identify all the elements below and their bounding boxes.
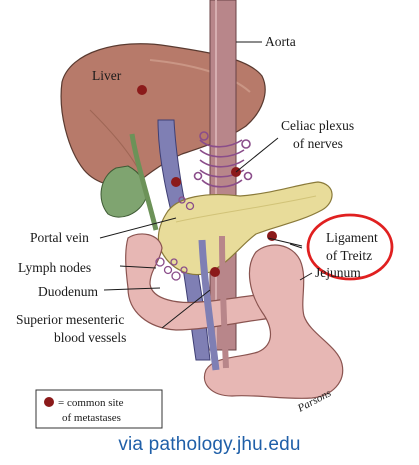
legend-line2: of metastases (62, 412, 121, 424)
label-ligament-line2: of Treitz (326, 248, 372, 263)
label-lymph-nodes: Lymph nodes (18, 260, 91, 275)
metastasis-dot-lymph (210, 267, 220, 277)
label-aorta: Aorta (265, 34, 296, 49)
metastasis-dot-portal (171, 177, 181, 187)
label-ligament-line1: Ligament (326, 230, 378, 245)
metastasis-dot-liver (137, 85, 147, 95)
source-credit: via pathology.jhu.edu (0, 434, 419, 456)
legend-line1: = common site (58, 397, 124, 409)
label-smv-line1: Superior mesenteric (16, 312, 124, 327)
legend-box: = common site of metastases (36, 390, 162, 428)
pancreas-shape (158, 182, 332, 275)
label-liver: Liver (92, 68, 122, 83)
label-celiac-line1: Celiac plexus (281, 118, 354, 133)
label-jejunum: Jejunum (315, 265, 361, 280)
label-duodenum: Duodenum (38, 284, 98, 299)
label-celiac-line2: of nerves (293, 136, 343, 151)
label-smv-line2: blood vessels (54, 330, 126, 345)
legend-metastasis-dot (44, 397, 54, 407)
label-portal-vein: Portal vein (30, 230, 89, 245)
